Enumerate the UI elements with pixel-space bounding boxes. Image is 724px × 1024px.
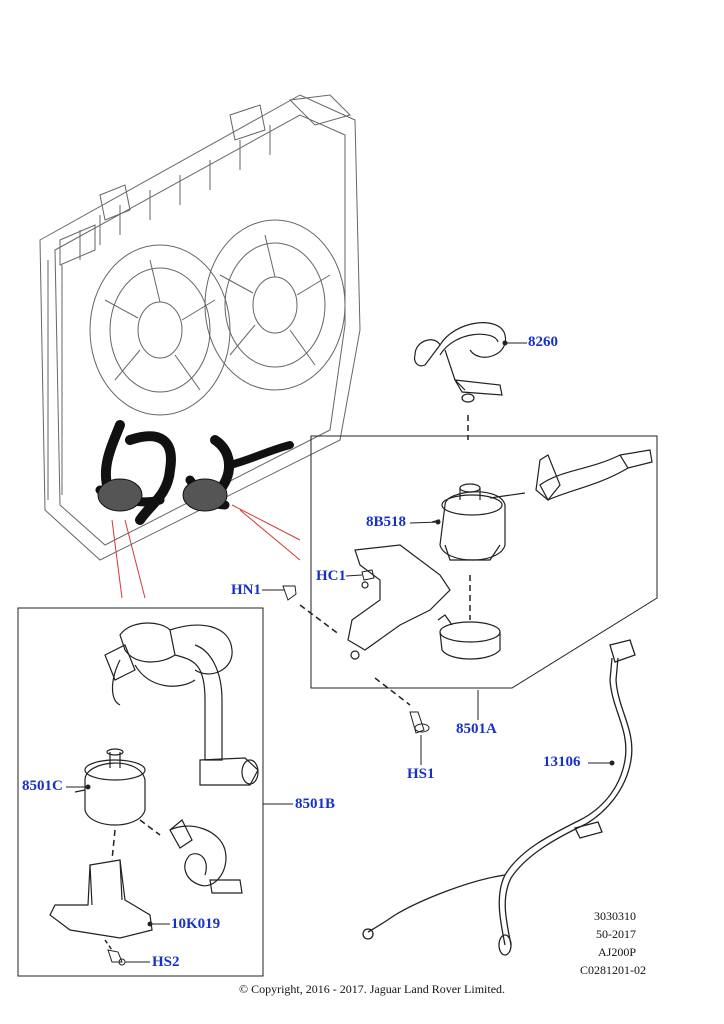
pump-assembly-installed [97,478,228,512]
callout-10K019[interactable]: 10K019 [171,916,221,932]
pump-8B518 [431,483,526,561]
hose-assembly-8501B [104,622,259,894]
copyright-notice: © Copyright, 2016 - 2017. Jaguar Land Ro… [238,982,506,996]
dash-bracket-8501C [111,829,116,861]
harness-13106 [362,639,636,956]
ref-line-3: AJ200P [597,945,636,959]
hose-upper-right [535,449,653,501]
hose-8260 [413,322,507,403]
bolt-HC1 [361,569,375,581]
ref-line-2: 50-2017 [596,927,636,941]
leader-8B518 [409,521,441,524]
callout-8501A[interactable]: 8501A [456,721,497,737]
callout-8501B[interactable]: 8501B [295,796,336,812]
dash-HS2 [104,939,113,951]
radiator-assembly [39,94,361,561]
bracket [347,544,451,660]
callout-HS1[interactable]: HS1 [407,766,435,782]
callout-8B518[interactable]: 8B518 [366,514,407,530]
callout-HC1[interactable]: HC1 [316,568,346,584]
pump-8501C [74,748,146,826]
callout-HN1[interactable]: HN1 [231,582,261,598]
leader-HC1 [345,574,363,577]
bolt-HS2 [107,949,126,966]
callout-13106[interactable]: 13106 [543,754,581,770]
dash-HS1 [374,677,411,706]
ref-line-1: 3030310 [594,909,636,923]
callout-8260[interactable]: 8260 [528,334,558,350]
clamp-ring [437,614,501,660]
dash-pump-8501C [139,819,161,836]
bracket-10K019 [49,859,153,939]
dash-HN1 [299,604,341,636]
bolt-HS1 [409,711,430,734]
cooling-fan-left [89,244,231,416]
callout-HS2[interactable]: HS2 [152,954,180,970]
detail-box-8501B [17,607,264,977]
callout-8501C[interactable]: 8501C [22,778,63,794]
red-leader-lines [111,504,301,599]
detail-box-8501A [310,435,658,689]
cooling-fan-right [204,219,346,391]
ref-line-4: C0281201-02 [580,963,646,977]
nut-HN1 [282,585,297,601]
